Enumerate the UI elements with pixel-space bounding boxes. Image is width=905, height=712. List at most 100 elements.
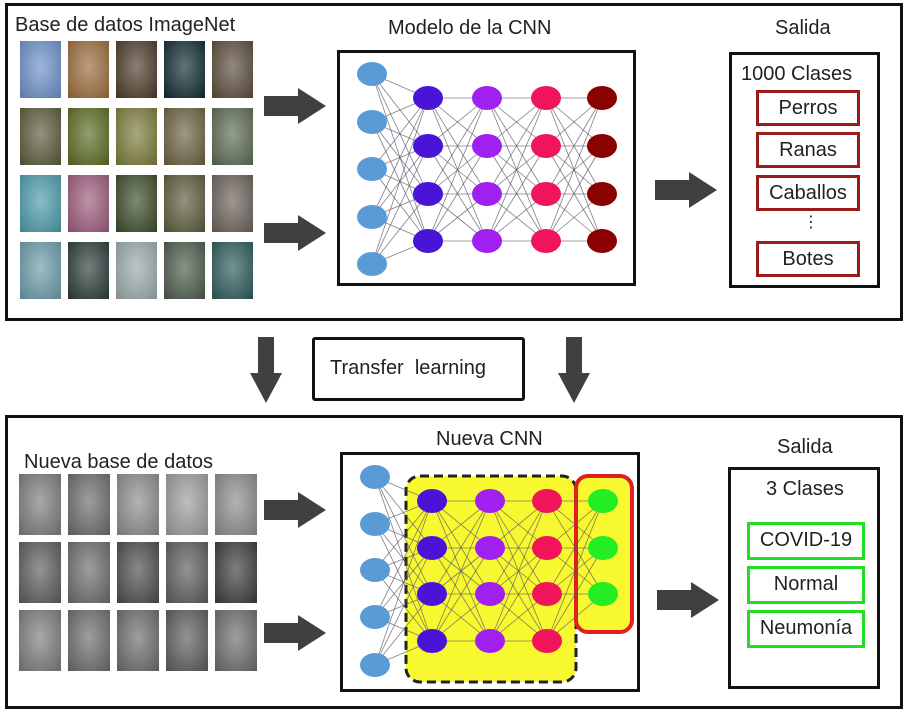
neuron-node bbox=[532, 489, 562, 513]
class-label-normal: Normal bbox=[747, 566, 865, 604]
imagenet-thumbnail bbox=[164, 41, 205, 98]
xray-thumbnail bbox=[68, 542, 110, 603]
new-cnn-title: Nueva CNN bbox=[436, 428, 543, 450]
imagenet-thumbnail bbox=[212, 242, 253, 299]
class-label-neumonia: Neumonía bbox=[747, 610, 865, 648]
class-label-perros: Perros bbox=[756, 90, 860, 126]
imagenet-thumbnail bbox=[116, 41, 157, 98]
neuron-node bbox=[357, 62, 387, 86]
neuron-node bbox=[588, 489, 618, 513]
new-dataset-title: Nueva base de datos bbox=[24, 451, 214, 473]
xray-thumbnail bbox=[117, 610, 159, 671]
neuron-node bbox=[475, 536, 505, 560]
neuron-node bbox=[413, 182, 443, 206]
transfer-learning-label: Transfer learning bbox=[330, 357, 486, 379]
imagenet-thumbnail bbox=[68, 242, 109, 299]
new-output-title: Salida bbox=[777, 436, 833, 458]
connection-line bbox=[489, 500, 548, 642]
neuron-node bbox=[587, 86, 617, 110]
arrow-right-icon bbox=[264, 615, 326, 651]
connection-line bbox=[427, 97, 488, 242]
neuron-node bbox=[360, 558, 390, 582]
imagenet-thumbnail bbox=[68, 175, 109, 232]
connection-line bbox=[489, 547, 548, 642]
xray-thumbnail bbox=[19, 610, 61, 671]
class-label-botes: Botes bbox=[756, 241, 860, 277]
neuron-node bbox=[532, 629, 562, 653]
neuron-node bbox=[531, 86, 561, 110]
imagenet-thumbnail bbox=[164, 242, 205, 299]
neuron-node bbox=[360, 653, 390, 677]
connection-line bbox=[545, 97, 603, 195]
connection-line bbox=[371, 97, 429, 218]
neuron-node bbox=[360, 512, 390, 536]
imagenet-thumbnail bbox=[116, 175, 157, 232]
new-cnn-network-diagram bbox=[360, 465, 634, 684]
arrow-right-icon bbox=[657, 582, 719, 618]
xray-thumbnail bbox=[117, 542, 159, 603]
imagenet-thumbnail bbox=[212, 108, 253, 165]
connection-line bbox=[546, 547, 604, 642]
connection-line bbox=[546, 500, 604, 595]
class-label-caballos: Caballos bbox=[756, 175, 860, 211]
connection-line bbox=[431, 500, 491, 642]
neuron-node bbox=[413, 229, 443, 253]
imagenet-thumbnail bbox=[68, 108, 109, 165]
neuron-node bbox=[357, 157, 387, 181]
ellipsis-vertical-icon: ⋮ bbox=[803, 214, 819, 231]
connection-line bbox=[486, 97, 547, 195]
neuron-node bbox=[472, 86, 502, 110]
xray-thumbnail bbox=[117, 474, 159, 535]
xray-thumbnail bbox=[166, 610, 208, 671]
connection-line bbox=[374, 547, 433, 666]
imagenet-thumbnail bbox=[164, 175, 205, 232]
xray-thumbnail bbox=[215, 542, 257, 603]
cnn-model-title: Modelo de la CNN bbox=[388, 17, 552, 39]
neuron-node bbox=[417, 629, 447, 653]
neuron-node bbox=[472, 182, 502, 206]
neuron-node bbox=[475, 582, 505, 606]
connection-line bbox=[427, 97, 488, 195]
neuron-node bbox=[531, 182, 561, 206]
connection-line bbox=[546, 500, 604, 642]
connection-line bbox=[371, 193, 429, 265]
neuron-node bbox=[413, 134, 443, 158]
imagenet-thumbnail bbox=[20, 108, 61, 165]
connection-line bbox=[374, 500, 433, 571]
neuron-node bbox=[587, 229, 617, 253]
neuron-node bbox=[357, 252, 387, 276]
imagenet-thumbnail bbox=[164, 108, 205, 165]
connection-line bbox=[431, 547, 491, 642]
neuron-node bbox=[360, 465, 390, 489]
imagenet-thumbnail bbox=[20, 242, 61, 299]
neuron-node bbox=[360, 605, 390, 629]
connection-line bbox=[545, 97, 603, 242]
neuron-node bbox=[357, 110, 387, 134]
neuron-node bbox=[532, 582, 562, 606]
xray-thumbnail bbox=[166, 542, 208, 603]
xray-thumbnail bbox=[215, 474, 257, 535]
class-label-ranas: Ranas bbox=[756, 132, 860, 168]
neuron-node bbox=[475, 629, 505, 653]
xray-thumbnail bbox=[68, 610, 110, 671]
connection-line bbox=[371, 145, 429, 265]
arrow-down-icon bbox=[250, 337, 282, 403]
xray-thumbnail bbox=[19, 542, 61, 603]
connection-line bbox=[371, 97, 429, 265]
neuron-node bbox=[587, 182, 617, 206]
neuron-node bbox=[531, 229, 561, 253]
imagenet-output-title: Salida bbox=[775, 17, 831, 39]
arrow-right-icon bbox=[264, 492, 326, 528]
connection-line bbox=[486, 97, 547, 242]
class-label-covid19: COVID-19 bbox=[747, 522, 865, 560]
connection-line bbox=[486, 145, 547, 242]
imagenet-classes-title: 1000 Clases bbox=[741, 63, 853, 85]
neuron-node bbox=[472, 134, 502, 158]
arrow-right-icon bbox=[264, 88, 326, 124]
connection-line bbox=[431, 500, 491, 595]
connection-line bbox=[489, 500, 548, 595]
neuron-node bbox=[531, 134, 561, 158]
xray-thumbnail bbox=[19, 474, 61, 535]
connection-line bbox=[374, 500, 433, 666]
imagenet-thumbnail bbox=[116, 242, 157, 299]
